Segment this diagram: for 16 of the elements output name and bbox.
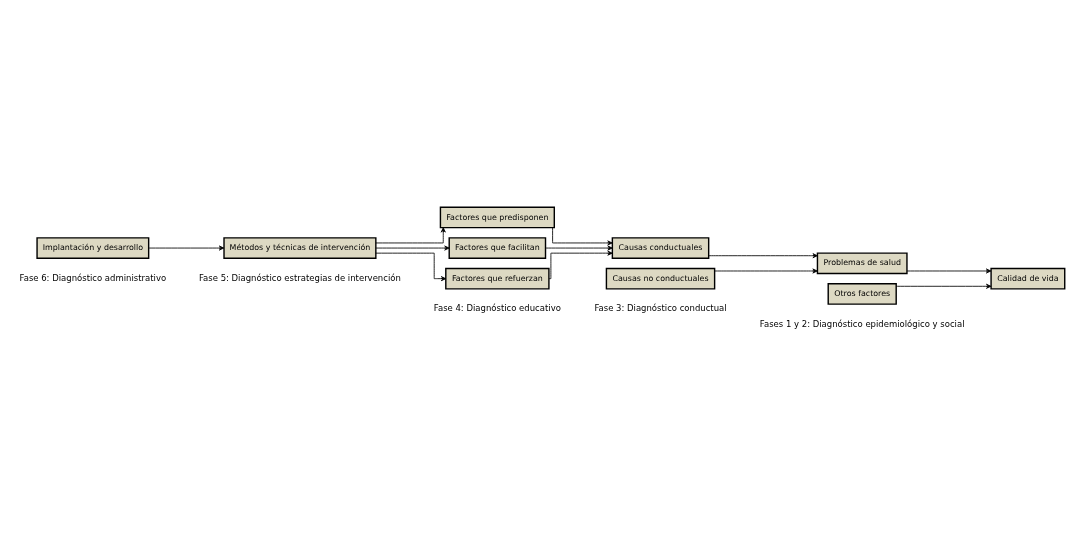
arrow <box>375 226 446 243</box>
label: Fase 5: Diagnóstico estrategias de intervención <box>199 272 401 283</box>
arrow <box>895 283 992 289</box>
arrow <box>548 250 613 279</box>
arrow <box>545 245 613 251</box>
arrow <box>714 268 818 273</box>
arrow <box>708 252 818 258</box>
label: Fase 6: Diagnóstico administrativo <box>19 272 167 283</box>
arrow <box>375 252 447 281</box>
arrow <box>906 268 992 273</box>
label: Fases 1 y 2: Diagnóstico epidemiológico y social <box>759 318 965 329</box>
label: Fase 3: Diagnóstico conductual <box>594 302 727 313</box>
arrow <box>375 245 450 251</box>
arrow <box>552 226 613 245</box>
arrow <box>148 245 225 251</box>
label: Fase 4: Diagnóstico educativo <box>433 302 561 313</box>
